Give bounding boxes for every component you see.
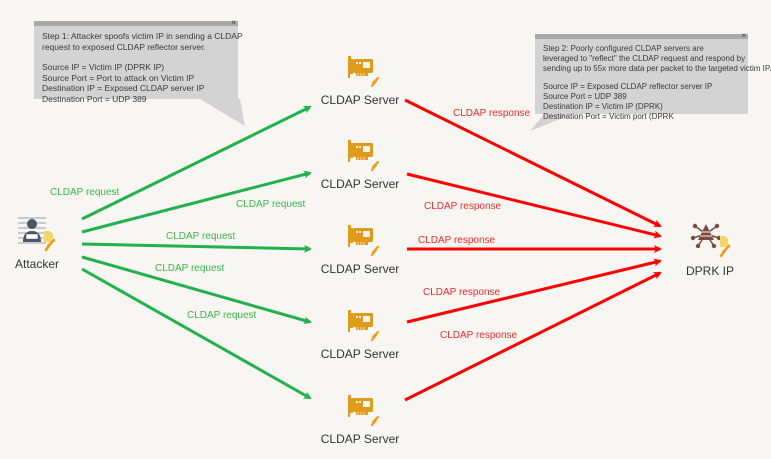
attacker-label: Attacker: [14, 257, 60, 271]
callout-text: Source Port = Port to attack on Victim I…: [42, 72, 195, 83]
response-label: CLDAP response: [423, 287, 501, 298]
callout-text: Destination IP = Exposed CLDAP server IP: [42, 83, 205, 93]
server-label: CLDAP Server: [320, 347, 400, 361]
close-icon[interactable]: ×: [741, 31, 746, 40]
callout-title-bar: [34, 21, 238, 26]
response-label: CLDAP response: [440, 330, 518, 341]
victim-label: DPRK IP: [685, 264, 735, 278]
network-card-icon[interactable]: [348, 395, 380, 427]
callout-text: sending up to 55x more data per packet t…: [543, 64, 771, 73]
request-arrows: [81, 105, 312, 400]
request-arrow-2: [81, 170, 312, 234]
callout-1-tail: [200, 99, 245, 126]
callout-text: Destination IP = Victim IP (DPRK): [543, 102, 663, 111]
callout-text: Destination Port = Victim port (DPRK: [543, 112, 674, 121]
callout-text: Source Port = UDP 389: [543, 92, 627, 101]
network-hub-icon[interactable]: [690, 223, 731, 258]
callout-text: Step 2: Poorly configured CLDAP servers …: [543, 44, 704, 53]
step-1-callout: × Step 1: Attacker spoofs victim IP in s…: [34, 18, 243, 104]
server-label: CLDAP Server: [320, 262, 400, 276]
network-card-icon[interactable]: [348, 310, 380, 342]
response-arrow-2: [406, 172, 662, 239]
response-arrow-5: [404, 271, 662, 402]
response-arrow-4: [406, 258, 662, 324]
request-label: CLDAP request: [166, 231, 236, 242]
callout-2-tail: [530, 113, 575, 131]
server-label: CLDAP Server: [320, 177, 400, 191]
response-label: CLDAP response: [418, 235, 496, 246]
server-label: CLDAP Server: [320, 432, 400, 446]
network-card-icon[interactable]: [348, 140, 380, 172]
diagram-canvas: [18, 56, 731, 427]
callout-text: request to exposed CLDAP reflector serve…: [42, 41, 206, 52]
network-card-icon[interactable]: [348, 56, 380, 88]
request-label: CLDAP request: [50, 187, 120, 198]
server-icons: [348, 56, 380, 427]
close-icon[interactable]: ×: [231, 18, 236, 27]
request-arrow-1: [81, 105, 312, 221]
callout-text: Step 1: Attacker spoofs victim IP in sen…: [42, 31, 243, 41]
network-card-icon[interactable]: [348, 225, 380, 257]
callout-title-bar: [535, 34, 748, 39]
request-arrow-5: [81, 267, 312, 400]
request-label: CLDAP request: [236, 199, 306, 210]
request-arrow-4: [81, 255, 312, 325]
response-label: CLDAP response: [453, 108, 531, 119]
request-arrow-3: [81, 242, 312, 253]
request-label: CLDAP request: [187, 310, 257, 321]
callout-text: Source IP = Victim IP (DPRK IP): [42, 62, 165, 72]
server-label: CLDAP Server: [320, 93, 400, 107]
response-arrows: [404, 98, 662, 402]
response-label: CLDAP response: [424, 201, 502, 212]
step-2-callout: × Step 2: Poorly configured CLDAP server…: [535, 31, 771, 121]
callout-text: Source IP = Exposed CLDAP reflector serv…: [543, 82, 713, 91]
request-label: CLDAP request: [155, 263, 225, 274]
callout-text: Destination Port = UDP 389: [42, 93, 147, 104]
attacker-icon[interactable]: [18, 217, 56, 252]
callout-text: leveraged to "reflect" the CLDAP request…: [543, 54, 746, 63]
response-arrow-1: [404, 98, 662, 228]
